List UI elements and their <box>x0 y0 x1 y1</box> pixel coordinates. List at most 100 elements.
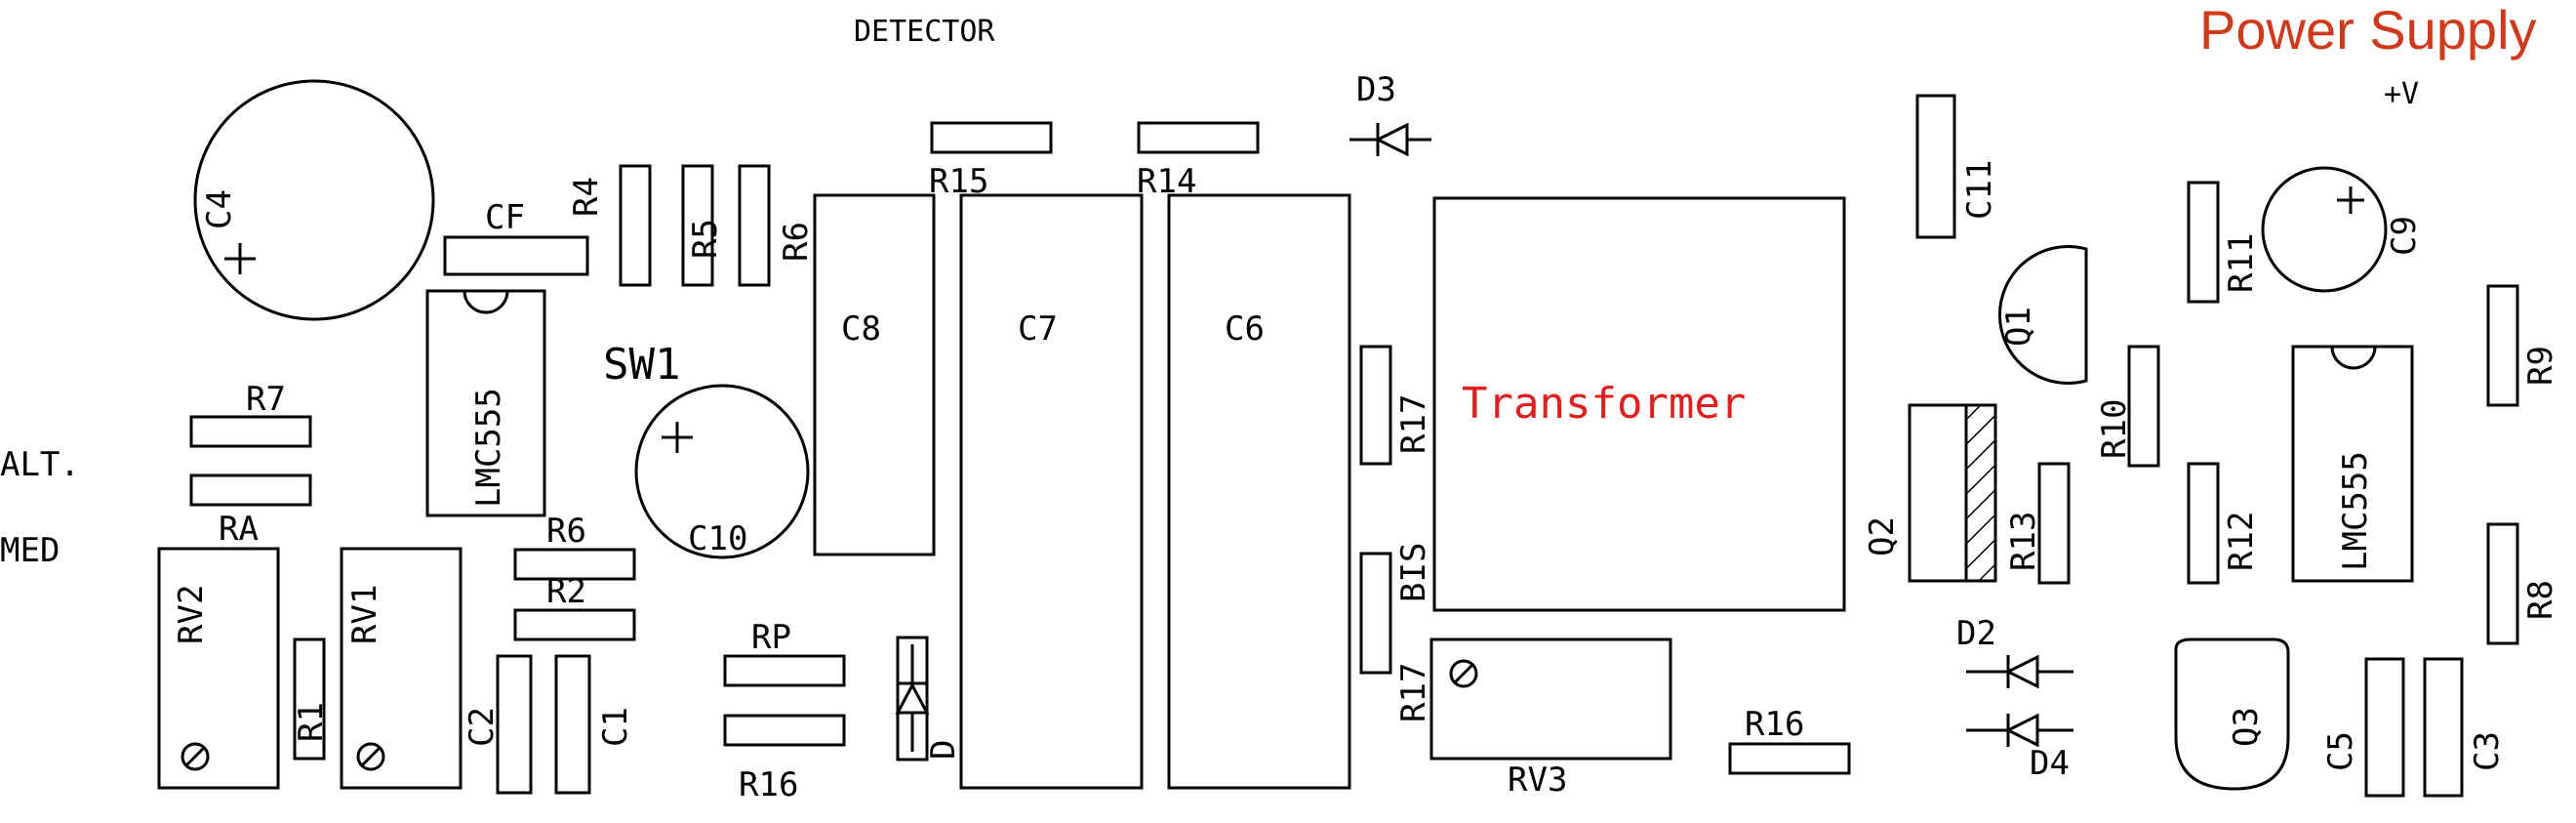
svg-text:C10: C10 <box>688 519 747 558</box>
capacitor-c11: C11 <box>1915 94 1999 239</box>
power-supply-label: Power Supply <box>2199 0 2537 61</box>
resistor-r10: R10 <box>2095 345 2160 468</box>
svg-text:RV2: RV2 <box>172 585 211 644</box>
resistor-r15: R15 <box>929 121 1053 201</box>
transformer: Transformer <box>1432 196 1846 612</box>
svg-text:R7: R7 <box>246 380 286 419</box>
ic-lmc555-right: LMC555 <box>2291 345 2414 583</box>
trimmer-rv3: RV3 <box>1429 638 1672 800</box>
capacitor-c2: C2 <box>463 654 533 795</box>
svg-text:C5: C5 <box>2321 731 2360 771</box>
cf-label: CF <box>485 198 525 237</box>
resistor-r9: R9 <box>2486 284 2560 407</box>
svg-text:Q3: Q3 <box>2227 707 2266 747</box>
svg-text:Q1: Q1 <box>1999 307 2038 347</box>
capacitor-c5: C5 <box>2321 657 2405 798</box>
svg-text:R17: R17 <box>1394 663 1433 722</box>
svg-text:RV1: RV1 <box>345 585 384 644</box>
svg-text:C3: C3 <box>2468 731 2507 771</box>
svg-text:R2: R2 <box>546 572 586 611</box>
svg-text:R4: R4 <box>567 177 606 217</box>
transistor-q1: Q1 <box>1998 245 2088 385</box>
resistor-r11: R11 <box>2187 181 2261 304</box>
resistor-r6-mid: R6 <box>513 512 636 581</box>
lmc555-left-label: LMC555 <box>469 388 508 508</box>
svg-text:R17: R17 <box>1394 394 1433 454</box>
resistor-r6-top: R6 <box>738 164 816 287</box>
svg-text:R6: R6 <box>546 512 586 551</box>
resistor-r17-bis: BIS R17 <box>1359 543 1433 722</box>
capacitor-c6: C6 <box>1167 193 1351 790</box>
resistor-ra: RA <box>189 473 312 549</box>
svg-text:R13: R13 <box>2004 512 2043 571</box>
diode-d3: D3 <box>1349 70 1431 157</box>
svg-text:C6: C6 <box>1225 309 1265 349</box>
transistor-q3: Q3 <box>2174 638 2290 791</box>
diode-d4: D4 <box>1966 713 2073 783</box>
svg-text:C2: C2 <box>463 707 502 747</box>
resistor-r16-left: R16 <box>723 714 846 804</box>
detector-label: DETECTOR <box>854 15 995 49</box>
svg-text:D2: D2 <box>1956 614 1996 653</box>
svg-text:R8: R8 <box>2521 580 2560 620</box>
med-label: MED <box>0 531 60 570</box>
capacitor-c3: C3 <box>2423 657 2507 798</box>
svg-text:D: D <box>924 740 963 760</box>
svg-text:RA: RA <box>219 510 259 549</box>
resistor-r8: R8 <box>2486 522 2560 645</box>
capacitor-c9: C9 <box>2261 166 2424 293</box>
svg-text:R16: R16 <box>739 765 798 804</box>
svg-text:Q2: Q2 <box>1863 516 1902 556</box>
svg-text:BIS: BIS <box>1394 543 1433 602</box>
svg-text:R15: R15 <box>929 162 988 201</box>
svg-text:R6: R6 <box>777 222 816 262</box>
capacitor-c1: C1 <box>554 654 635 795</box>
alt-label: ALT. <box>0 445 80 484</box>
lmc555-right-label: LMC555 <box>2336 451 2375 571</box>
capacitor-c4: C4 <box>193 79 435 321</box>
svg-text:R9: R9 <box>2521 346 2560 386</box>
resistor-r4: R4 <box>567 164 652 287</box>
trimmer-rv2: RV2 <box>157 547 280 790</box>
capacitor-c10: C10 <box>634 384 810 559</box>
resistor-r7: R7 <box>189 380 312 448</box>
resistor-r17-top: R17 <box>1359 345 1433 466</box>
resistor-r13: R13 <box>2004 462 2071 585</box>
transformer-label: Transformer <box>1462 379 1746 429</box>
svg-text:RP: RP <box>751 618 791 657</box>
resistor-r5: R5 <box>681 164 725 287</box>
plus-v-label: +V <box>2384 77 2419 111</box>
svg-text:D3: D3 <box>1356 70 1396 109</box>
resistor-r2: R2 <box>513 572 636 641</box>
svg-text:R5: R5 <box>686 219 725 259</box>
svg-text:R11: R11 <box>2222 233 2261 293</box>
svg-text:R16: R16 <box>1745 705 1804 744</box>
svg-text:R12: R12 <box>2222 512 2261 571</box>
svg-text:R10: R10 <box>2095 399 2134 459</box>
resistor-rp: RP <box>723 618 846 687</box>
svg-text:D4: D4 <box>2030 744 2070 783</box>
c4-label: C4 <box>200 189 239 229</box>
svg-text:RV3: RV3 <box>1508 761 1567 800</box>
svg-text:C9: C9 <box>2385 216 2424 256</box>
trimmer-rv1: RV1 <box>340 547 463 790</box>
capacitor-cf: CF <box>443 198 589 276</box>
resistor-r16-right: R16 <box>1728 705 1851 775</box>
svg-text:C11: C11 <box>1960 160 1999 220</box>
svg-text:C7: C7 <box>1018 309 1058 349</box>
resistor-r1: R1 <box>292 638 331 761</box>
diode-d: D <box>895 636 963 761</box>
svg-text:C8: C8 <box>841 309 881 349</box>
diode-d2: D2 <box>1956 614 2073 689</box>
capacitor-c8: C8 <box>813 193 936 556</box>
resistor-r12: R12 <box>2187 462 2261 585</box>
svg-text:C1: C1 <box>596 707 635 747</box>
ic-lmc555-left: LMC555 <box>425 289 546 517</box>
sw1-label: SW1 <box>603 340 680 390</box>
transistor-q2: Q2 <box>1863 403 1997 583</box>
svg-text:R14: R14 <box>1137 162 1196 201</box>
capacitor-c7: C7 <box>959 193 1144 790</box>
svg-text:R1: R1 <box>292 702 331 742</box>
resistor-r14: R14 <box>1137 121 1260 201</box>
